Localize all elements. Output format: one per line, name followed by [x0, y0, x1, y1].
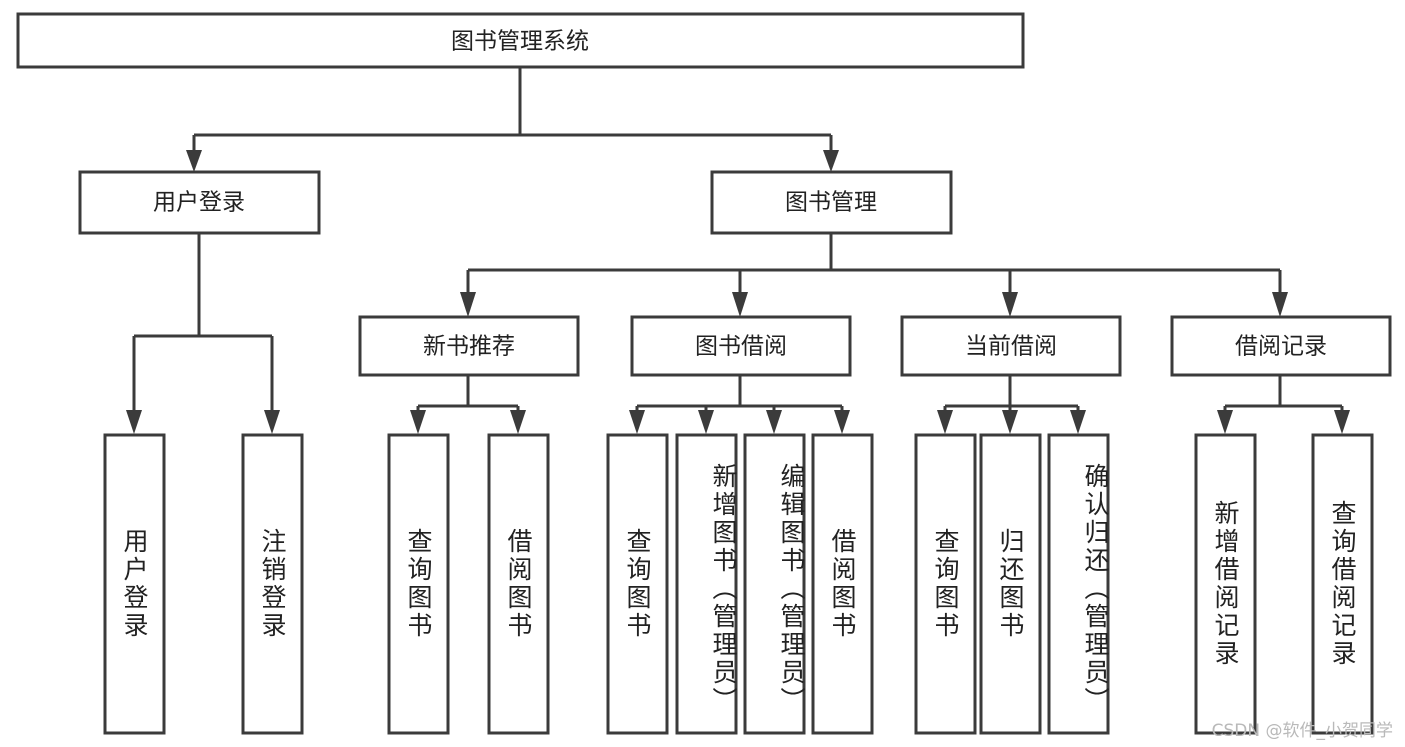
node-book-borrow[interactable]: [630, 315, 852, 377]
leaf-record-query-record[interactable]: [1311, 433, 1374, 735]
node-borrow-record[interactable]: [1170, 315, 1392, 377]
arrow-head-newbook-leaf2: [510, 410, 526, 434]
arrow-head-borrow-leaf1: [629, 410, 645, 434]
leaf-borrow-borrow-book[interactable]: [811, 433, 874, 735]
leaf-record-add-record-label: 新增借阅记录: [1211, 500, 1240, 668]
arrow-head-leaf-logout: [264, 410, 280, 434]
leaf-newbook-query-book-label: 查询图书: [404, 528, 433, 640]
arrow-head-borrow-leaf4: [834, 410, 850, 434]
arrow-head-current-leaf1: [937, 410, 953, 434]
leaf-borrow-query-book-label: 查询图书: [623, 528, 652, 640]
node-user-login-label: 用户登录: [153, 190, 245, 216]
node-new-book-recommend-label: 新书推荐: [423, 334, 515, 360]
arrow-head-current-leaf3: [1070, 410, 1086, 434]
arrow-head-current-leaf2: [1002, 410, 1018, 434]
leaf-current-query-book-label: 查询图书: [931, 528, 960, 640]
node-current-borrow[interactable]: [900, 315, 1122, 377]
csdn-watermark: CSDN @软件_小贺同学: [1211, 721, 1393, 741]
node-root[interactable]: [16, 12, 1025, 69]
leaf-user-login-login[interactable]: [103, 433, 166, 735]
leaf-record-add-record[interactable]: [1194, 433, 1257, 735]
leaf-newbook-borrow-book-label: 借阅图书: [504, 528, 533, 640]
arrow-head-record: [1272, 292, 1288, 317]
leaf-current-confirm-return-label: 确认归还（管理员）: [1081, 463, 1110, 715]
leaf-user-login-logout-label: 注销登录: [258, 528, 287, 640]
arrow-head-leaf-user-login: [126, 410, 142, 434]
leaf-borrow-add-book[interactable]: [675, 433, 738, 735]
leaf-current-return-book[interactable]: [979, 433, 1042, 735]
node-new-book-recommend[interactable]: [358, 315, 580, 377]
arrow-head-newbook: [460, 292, 476, 317]
arrow-head-borrow: [732, 292, 748, 317]
arrow-head-record-leaf1: [1217, 410, 1233, 434]
arrow-head-newbook-leaf1: [410, 410, 426, 434]
leaf-user-login-login-label: 用户登录: [120, 528, 149, 640]
leaf-borrow-edit-book[interactable]: [743, 433, 806, 735]
leaf-newbook-borrow-book[interactable]: [487, 433, 550, 735]
node-layer: 图书管理系统 用户登录 图书管理 新书推荐 图书借阅 当前借阅 借阅记录: [16, 12, 1392, 735]
node-borrow-record-label: 借阅记录: [1235, 334, 1327, 360]
node-book-borrow-label: 图书借阅: [695, 334, 787, 360]
node-book-management-label: 图书管理: [785, 190, 877, 216]
arrow-head-current: [1002, 292, 1018, 317]
arrow-head-userlogin: [186, 150, 202, 172]
leaf-borrow-add-book-label: 新增图书（管理员）: [709, 463, 738, 715]
arrow-head-record-leaf2: [1334, 410, 1350, 434]
leaf-borrow-query-book[interactable]: [606, 433, 669, 735]
arrow-head-borrow-leaf2: [698, 410, 714, 434]
node-book-management[interactable]: [710, 170, 953, 235]
leaf-current-return-book-label: 归还图书: [996, 528, 1025, 640]
leaf-borrow-edit-book-label: 编辑图书（管理员）: [777, 463, 806, 715]
arrow-head-bookmgmt: [823, 150, 839, 172]
connector-layer: [126, 67, 1350, 434]
node-root-label: 图书管理系统: [451, 29, 589, 55]
leaf-newbook-query-book[interactable]: [387, 433, 450, 735]
leaf-borrow-borrow-book-label: 借阅图书: [828, 528, 857, 640]
node-user-login[interactable]: [78, 170, 321, 235]
node-current-borrow-label: 当前借阅: [965, 334, 1057, 360]
arrow-head-borrow-leaf3: [766, 410, 782, 434]
leaf-user-login-logout[interactable]: [241, 433, 304, 735]
leaf-record-query-record-label: 查询借阅记录: [1328, 500, 1357, 668]
leaf-current-query-book[interactable]: [914, 433, 977, 735]
leaf-current-confirm-return[interactable]: [1047, 433, 1110, 735]
